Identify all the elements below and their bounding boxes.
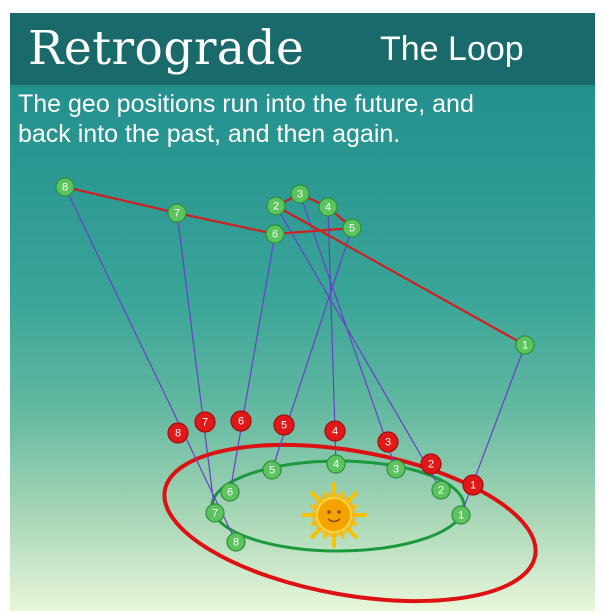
projected-position: 6 <box>266 225 284 243</box>
earth-position-label: 4 <box>333 459 339 471</box>
planet-position: 1 <box>463 475 483 495</box>
planet-position: 5 <box>274 415 294 435</box>
projected-position-label: 8 <box>62 182 68 194</box>
projected-position-label: 6 <box>272 229 278 241</box>
earth-position-label: 2 <box>438 485 444 497</box>
projected-position-label: 2 <box>273 201 279 213</box>
projected-position-label: 4 <box>325 202 331 214</box>
earth-position: 4 <box>327 455 345 473</box>
projected-position-label: 3 <box>297 189 303 201</box>
earth-position-label: 3 <box>393 464 399 476</box>
projected-position: 5 <box>343 219 361 237</box>
earth-position: 8 <box>227 533 245 551</box>
projected-position-label: 1 <box>522 340 528 352</box>
projected-position: 2 <box>267 197 285 215</box>
planet-position-label: 2 <box>428 459 434 471</box>
earth-position: 1 <box>452 506 470 524</box>
projected-position: 4 <box>319 198 337 216</box>
sight-line <box>276 206 441 490</box>
sun-disc <box>317 498 351 532</box>
planet-position-label: 6 <box>238 416 244 428</box>
planet-position-label: 5 <box>281 420 287 432</box>
planet-position: 3 <box>378 432 398 452</box>
planet-position: 6 <box>231 411 251 431</box>
earth-position-label: 1 <box>458 510 464 522</box>
planet-position: 4 <box>325 421 345 441</box>
planet-position: 2 <box>421 454 441 474</box>
sun-eye <box>327 510 331 514</box>
earth-position: 5 <box>263 461 281 479</box>
planet-position-label: 7 <box>202 417 208 429</box>
projected-position-label: 7 <box>174 208 180 220</box>
diagram-frame: Retrograde The Loop The geo positions ru… <box>10 13 595 611</box>
earth-position: 2 <box>432 481 450 499</box>
projected-position-label: 5 <box>349 223 355 235</box>
projected-position: 3 <box>291 185 309 203</box>
earth-position: 7 <box>206 504 224 522</box>
planet-position-label: 8 <box>175 428 181 440</box>
planet-position-label: 4 <box>332 426 338 438</box>
earth-position: 6 <box>221 483 239 501</box>
earth-position-label: 5 <box>269 465 275 477</box>
projected-position: 8 <box>56 178 74 196</box>
apparent-path-line <box>65 187 525 345</box>
earth-position-label: 6 <box>227 487 233 499</box>
sight-line <box>65 187 236 542</box>
earth-position: 3 <box>387 460 405 478</box>
projected-position: 1 <box>516 336 534 354</box>
planet-position-label: 3 <box>385 437 391 449</box>
sight-line <box>230 234 275 492</box>
sun-icon <box>303 484 365 546</box>
planet-position: 7 <box>195 412 215 432</box>
projected-position: 7 <box>168 204 186 222</box>
planet-position: 8 <box>168 423 188 443</box>
sun-eye <box>337 510 341 514</box>
planet-position-label: 1 <box>470 480 476 492</box>
earth-position-label: 7 <box>212 508 218 520</box>
earth-position-label: 8 <box>233 537 239 549</box>
